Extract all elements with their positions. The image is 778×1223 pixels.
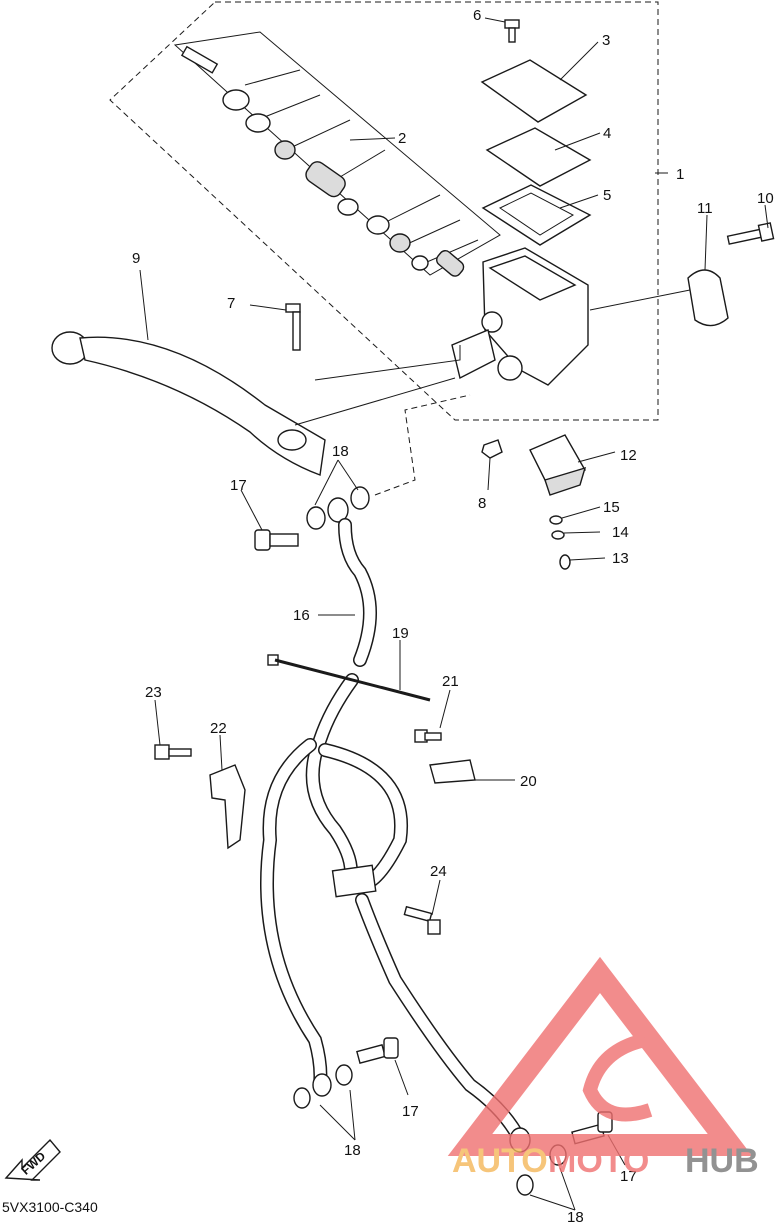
diagram-code: 5VX3100-C340 bbox=[2, 1199, 98, 1215]
automotohub-logo: AUTO MOTO HUB bbox=[447, 956, 759, 1180]
fwd-arrow-icon: FWD bbox=[4, 1138, 61, 1181]
clamp-bolt bbox=[414, 729, 442, 743]
callout-21: 21 bbox=[442, 673, 459, 690]
copper-washer-top-1 bbox=[306, 506, 326, 530]
callout-2: 2 bbox=[398, 130, 406, 147]
washer-15 bbox=[549, 515, 563, 525]
callout-4: 4 bbox=[603, 125, 611, 142]
brake-hose-middle bbox=[305, 673, 408, 887]
brake-hose-upper bbox=[338, 518, 377, 667]
callout-11: 11 bbox=[697, 200, 713, 217]
watermark-auto: AUTO bbox=[452, 1142, 548, 1180]
diaphragm bbox=[481, 184, 592, 246]
master-cylinder-body bbox=[451, 247, 589, 386]
washer-left-2 bbox=[335, 1064, 353, 1086]
washer-14 bbox=[551, 530, 565, 540]
callout-leaders bbox=[139, 17, 769, 1211]
union-bolt-left bbox=[356, 1037, 399, 1065]
pivot-bolt bbox=[285, 303, 301, 351]
brake-hose-left bbox=[260, 738, 328, 1092]
hose-holder bbox=[209, 764, 246, 850]
callout-7: 7 bbox=[227, 295, 235, 312]
callout-10: 10 bbox=[757, 190, 774, 207]
copper-washer-top-2 bbox=[350, 486, 370, 510]
brake-lever bbox=[51, 331, 326, 476]
watermark-moto: MOTO bbox=[548, 1142, 649, 1180]
piston-kit-parts bbox=[180, 45, 465, 277]
callout-19: 19 bbox=[392, 625, 409, 642]
switch-screw bbox=[559, 554, 571, 570]
callout-13: 13 bbox=[612, 550, 629, 567]
callout-12: 12 bbox=[620, 447, 637, 464]
callout-17-top: 17 bbox=[230, 477, 247, 494]
callout-18-left: 18 bbox=[344, 1142, 361, 1159]
brake-switch bbox=[529, 434, 587, 496]
watermark-hub: HUB bbox=[685, 1142, 759, 1180]
cable-tie bbox=[267, 654, 431, 702]
pivot-nut bbox=[481, 439, 503, 459]
callout-14: 14 bbox=[612, 524, 629, 541]
lever-pivot-line bbox=[294, 377, 456, 426]
piston-kit-leaders bbox=[244, 69, 479, 266]
callout-17-left: 17 bbox=[402, 1103, 419, 1120]
callout-1: 1 bbox=[676, 166, 684, 183]
callout-15: 15 bbox=[603, 499, 620, 516]
handlebar-holder bbox=[687, 269, 729, 327]
callout-18-right: 18 bbox=[567, 1209, 584, 1223]
callout-24: 24 bbox=[430, 863, 447, 880]
banjo-dashed-line bbox=[374, 394, 471, 496]
washer-left-1 bbox=[293, 1087, 311, 1109]
piston-kit-outline bbox=[173, 31, 501, 276]
holder-bolt-23 bbox=[154, 744, 192, 760]
callout-20: 20 bbox=[520, 773, 537, 790]
callout-23: 23 bbox=[145, 684, 162, 701]
callout-6: 6 bbox=[473, 7, 481, 24]
screw-part-6 bbox=[504, 19, 520, 43]
callout-9: 9 bbox=[132, 250, 140, 267]
callout-5: 5 bbox=[603, 187, 611, 204]
hose-clamp bbox=[429, 759, 476, 784]
holder-bolt bbox=[726, 222, 775, 245]
callout-3: 3 bbox=[602, 32, 610, 49]
callout-18-top: 18 bbox=[332, 443, 349, 460]
callout-labels: 1 2 3 4 5 6 7 8 9 10 11 12 13 14 15 16 1… bbox=[132, 7, 774, 1223]
diaphragm-plate bbox=[485, 127, 592, 187]
callout-17-right: 17 bbox=[620, 1168, 637, 1185]
washer-right-1 bbox=[516, 1174, 534, 1196]
callout-22: 22 bbox=[210, 720, 227, 737]
lever-link-line bbox=[314, 345, 461, 381]
cover-leader-line bbox=[589, 289, 691, 311]
assembly-outline bbox=[109, 1, 659, 421]
union-bolt-top bbox=[254, 529, 299, 551]
hose-joint bbox=[331, 864, 377, 898]
callout-8: 8 bbox=[478, 495, 486, 512]
callout-16: 16 bbox=[293, 607, 310, 624]
reservoir-cover bbox=[480, 59, 588, 123]
joint-bolt bbox=[403, 905, 441, 935]
